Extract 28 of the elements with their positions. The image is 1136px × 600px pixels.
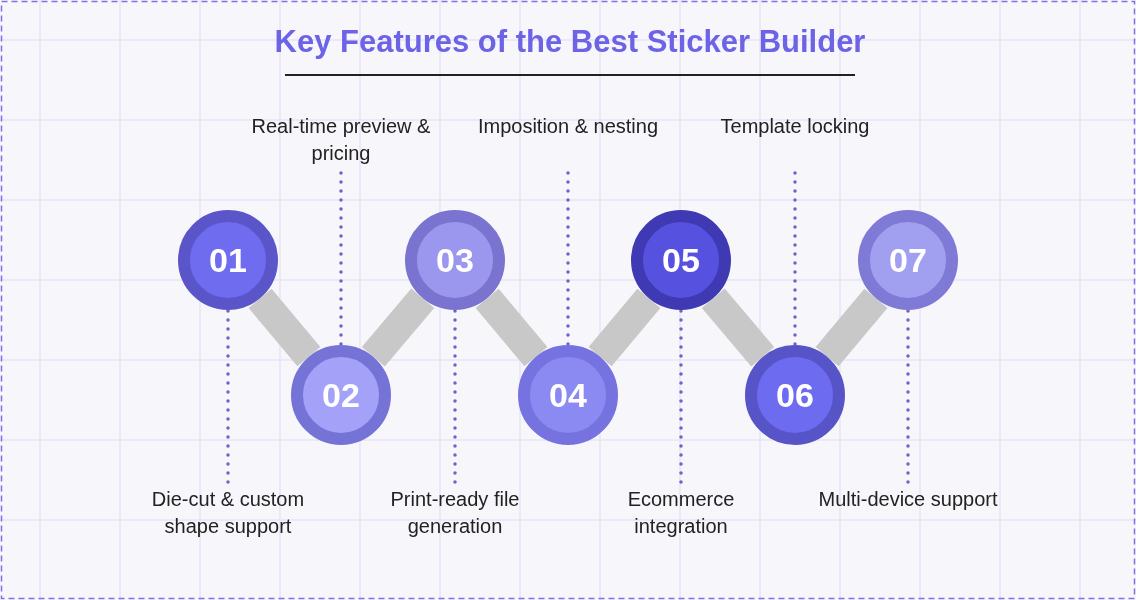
connector-band <box>701 288 775 367</box>
feature-label: Real-time preview & pricing <box>241 113 441 167</box>
feature-label: Imposition & nesting <box>468 113 668 140</box>
connector-band <box>475 288 548 367</box>
feature-label: Template locking <box>695 113 895 140</box>
feature-label: Die-cut & custom shape support <box>128 486 328 540</box>
numbered-circle: 01 <box>178 210 278 310</box>
numbered-circle: 07 <box>858 210 958 310</box>
feature-label: Ecommerce integration <box>581 486 781 540</box>
connector-band <box>361 288 435 367</box>
dotted-leader-line <box>453 308 457 484</box>
dotted-leader-line <box>679 308 683 484</box>
connector-band <box>815 288 888 367</box>
dotted-leader-line <box>906 308 910 484</box>
numbered-circle: 05 <box>631 210 731 310</box>
numbered-circle: 02 <box>291 345 391 445</box>
numbered-circle: 06 <box>745 345 845 445</box>
dotted-leader-line <box>566 171 570 347</box>
dotted-leader-line <box>793 171 797 347</box>
title: Key Features of the Best Sticker Builder <box>273 24 867 60</box>
connector-band <box>588 288 661 367</box>
dotted-leader-line <box>339 171 343 347</box>
dotted-leader-line <box>226 308 230 484</box>
feature-label: Print-ready file generation <box>355 486 555 540</box>
numbered-circle: 04 <box>518 345 618 445</box>
numbered-circle: 03 <box>405 210 505 310</box>
connector-band <box>248 288 321 367</box>
feature-label: Multi-device support <box>808 486 1008 513</box>
